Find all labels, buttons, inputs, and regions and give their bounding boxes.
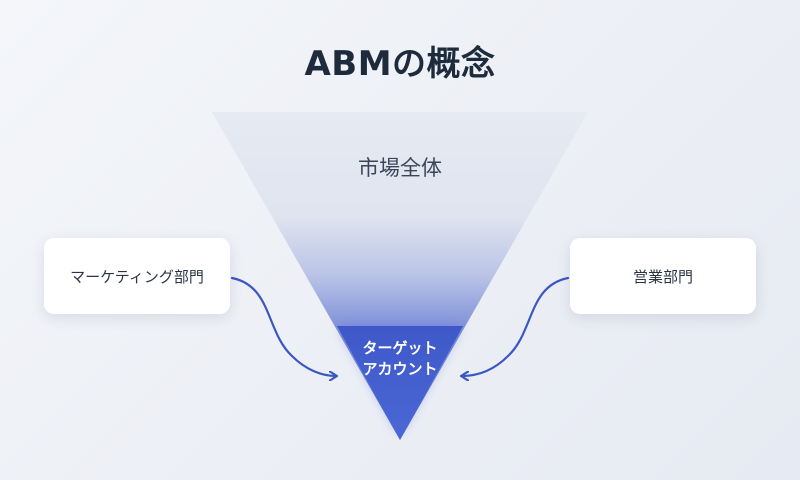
- target-account-label: ターゲット アカウント: [300, 338, 500, 380]
- marketing-department-card: マーケティング部門: [44, 238, 230, 314]
- target-label-line1: ターゲット: [362, 339, 438, 357]
- target-account-segment: [337, 326, 463, 440]
- sales-arrow: [462, 276, 570, 376]
- marketing-arrow: [230, 276, 336, 376]
- funnel-top-label: 市場全体: [358, 156, 442, 180]
- page-title: ABMの概念: [304, 44, 496, 84]
- market-funnel: [212, 112, 588, 440]
- sales-department-label: 営業部門: [632, 267, 693, 286]
- marketing-department-label: マーケティング部門: [70, 267, 204, 286]
- sales-department-card: 営業部門: [570, 238, 756, 314]
- target-label-line2: アカウント: [362, 360, 438, 378]
